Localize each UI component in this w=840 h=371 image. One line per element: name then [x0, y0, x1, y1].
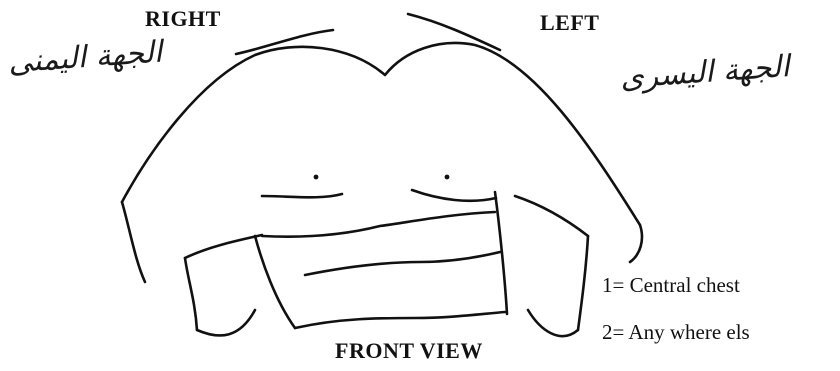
abdomen-top: [262, 212, 495, 237]
left-chest-line: [412, 190, 496, 201]
right-chest-line: [262, 194, 342, 197]
legend-item-anywhere-else: 2= Any where els: [602, 320, 750, 345]
left-arm-outer: [630, 225, 642, 262]
left-side-label: LEFT: [540, 10, 599, 36]
right-hip-line: [197, 310, 255, 335]
left-armpit-stroke: [515, 196, 588, 236]
right-arm-inner: [122, 202, 145, 282]
right-torso-inner: [255, 236, 295, 328]
left-shoulder-stroke: [408, 14, 500, 50]
waist-bottom: [295, 312, 505, 328]
right-nipple-dot: [314, 175, 319, 180]
right-side-line: [185, 258, 197, 330]
left-hip-line: [528, 310, 578, 336]
neck-shoulder-outline: [122, 43, 640, 225]
right-side-label: RIGHT: [145, 6, 221, 32]
abdomen-bottom: [305, 252, 500, 275]
left-nipple-dot: [445, 175, 450, 180]
left-side-line: [578, 236, 588, 330]
legend-item-central-chest: 1= Central chest: [602, 273, 740, 298]
front-view-label: FRONT VIEW: [335, 338, 483, 364]
right-armpit-stroke: [185, 235, 262, 258]
right-shoulder-stroke: [236, 30, 333, 54]
